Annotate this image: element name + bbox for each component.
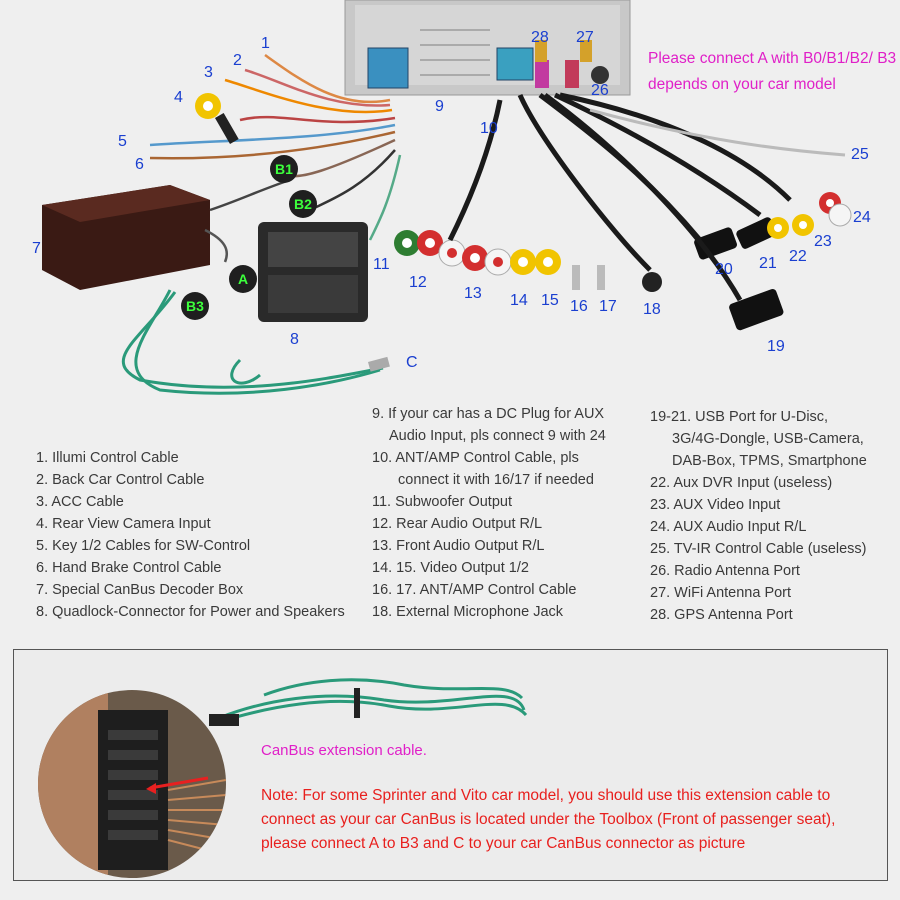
- legend-item: 2. Back Car Control Cable: [36, 472, 205, 488]
- canbus-connector-photo: [38, 690, 226, 878]
- callout-17: 17: [599, 298, 617, 315]
- aux-rca-inputs: [767, 192, 852, 239]
- extension-cable-note: Note: For some Sprinter and Vito car mod…: [261, 787, 836, 852]
- mic-jack: [642, 272, 662, 292]
- callout-19: 19: [767, 338, 785, 355]
- connector-illustration: [38, 690, 226, 878]
- legend-item: 5. Key 1/2 Cables for SW-Control: [36, 538, 251, 554]
- tv-ir-cable: [589, 108, 846, 157]
- legend-item: 8. Quadlock-Connector for Power and Spea…: [36, 604, 345, 620]
- legend-item: 24. AUX Audio Input R/L: [650, 519, 807, 535]
- rear-camera-rca: [195, 93, 239, 144]
- callout-9: 9: [435, 98, 444, 115]
- legend-item: 22. Aux DVR Input (useless): [650, 475, 833, 491]
- extension-cable-title: CanBus extension cable.: [261, 742, 427, 759]
- callout-6: 6: [135, 156, 144, 173]
- callout-27: 27: [576, 29, 594, 46]
- legend-item: 26. Radio Antenna Port: [650, 563, 800, 579]
- legend-item: 23. AUX Video Input: [650, 497, 781, 513]
- legend-item: 12. Rear Audio Output R/L: [372, 516, 543, 532]
- canbus-plug-c: [368, 356, 390, 372]
- legend-item: 14. 15. Video Output 1/2: [372, 560, 529, 576]
- callout-c: C: [406, 354, 418, 371]
- rca-output-cluster: [394, 230, 561, 276]
- legend-item: 3G/4G-Dongle, USB-Camera,: [672, 431, 864, 447]
- callout-11: 11: [373, 256, 390, 273]
- callout-25: 25: [851, 146, 869, 163]
- legend-item: Audio Input, pls connect 9 with 24: [389, 428, 606, 444]
- callout-13: 13: [464, 285, 482, 302]
- canbus-decoder-box: [42, 185, 210, 290]
- callout-5: 5: [118, 133, 127, 150]
- legend-item: 27. WiFi Antenna Port: [650, 585, 792, 601]
- wiring-illustration: [42, 0, 852, 395]
- canbus-green-cable: [121, 289, 384, 395]
- callout-8: 8: [290, 331, 299, 348]
- legend-item: 10. ANT/AMP Control Cable, pls: [372, 450, 579, 466]
- black-cables: [447, 92, 792, 302]
- callout-2: 2: [233, 52, 242, 69]
- legend-item: 3. ACC Cable: [36, 494, 124, 510]
- legend-item: 11. Subwoofer Output: [372, 494, 512, 510]
- legend-item: DAB-Box, TPMS, Smartphone: [672, 453, 867, 469]
- legend-item: connect it with 16/17 if needed: [398, 472, 594, 488]
- badge-b1: B1: [270, 155, 298, 183]
- callout-28: 28: [531, 29, 549, 46]
- legend-item: 1. Illumi Control Cable: [36, 450, 179, 466]
- callout-21: 21: [759, 255, 777, 272]
- legend-item: 28. GPS Antenna Port: [650, 607, 793, 623]
- callout-10: 10: [480, 120, 498, 137]
- head-unit-chassis: [344, 0, 631, 96]
- legend-column-3: 19-21. USB Port for U-Disc, 3G/4G-Dongle…: [650, 406, 890, 626]
- callout-15: 15: [541, 292, 559, 309]
- badge-b2: B2: [289, 190, 317, 218]
- connect-note: Please connect A with B0/B1/B2/ B3 depen…: [648, 50, 897, 93]
- quadlock-connector: [258, 222, 368, 322]
- callout-26: 26: [591, 82, 609, 99]
- wiring-diagram: 1 2 3 4 5 6 7 8 9 10 11 12 13 14 15 16 1…: [0, 0, 900, 400]
- callout-7: 7: [32, 240, 41, 257]
- legend-item: 6. Hand Brake Control Cable: [36, 560, 222, 576]
- legend-item: 18. External Microphone Jack: [372, 604, 564, 620]
- callout-22: 22: [789, 248, 807, 265]
- callout-14: 14: [510, 292, 528, 309]
- legend-item: 19-21. USB Port for U-Disc,: [650, 409, 829, 425]
- extension-cable-illustration: [209, 678, 528, 726]
- legend-item: 16. 17. ANT/AMP Control Cable: [372, 582, 577, 598]
- badge-a: A: [229, 265, 257, 293]
- callout-16: 16: [570, 298, 588, 315]
- badge-b3: B3: [181, 292, 209, 320]
- legend-item: 7. Special CanBus Decoder Box: [36, 582, 244, 598]
- legend-column-2: 9. If your car has a DC Plug for AUX Aud…: [372, 403, 642, 623]
- legend-item: 4. Rear View Camera Input: [36, 516, 211, 532]
- callout-12: 12: [409, 274, 427, 291]
- harness-wires: [149, 53, 402, 263]
- callout-18: 18: [643, 301, 661, 318]
- callout-20: 20: [715, 261, 733, 278]
- legend-item: 9. If your car has a DC Plug for AUX: [372, 406, 605, 422]
- callout-4: 4: [174, 89, 183, 106]
- extension-cable-panel: CanBus extension cable. Note: For some S…: [13, 649, 888, 881]
- callout-3: 3: [204, 64, 213, 81]
- callout-24: 24: [853, 209, 871, 226]
- callout-1: 1: [261, 35, 270, 52]
- legend-item: 25. TV-IR Control Cable (useless): [650, 541, 867, 557]
- callout-23: 23: [814, 233, 832, 250]
- ant-amp-pins: [572, 265, 605, 290]
- legend-item: 13. Front Audio Output R/L: [372, 538, 545, 554]
- legend-column-1: 1. Illumi Control Cable 2. Back Car Cont…: [36, 447, 345, 623]
- antenna-leads: [535, 40, 592, 62]
